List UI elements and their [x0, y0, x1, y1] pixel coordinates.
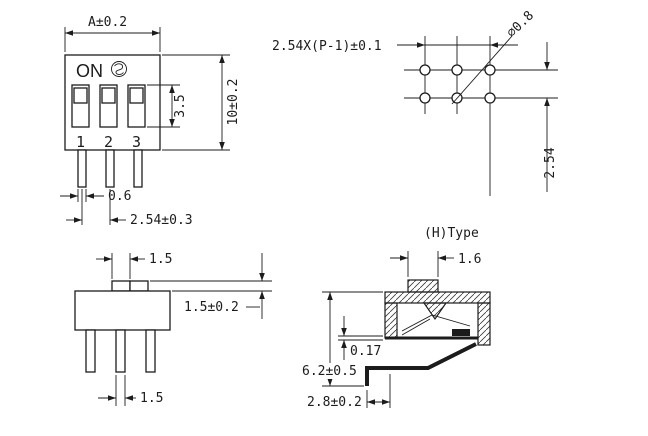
position-label-1: 1 [76, 133, 85, 151]
actuator-1 [73, 87, 88, 104]
section-left-wall [384, 302, 398, 339]
section-plunger [422, 302, 448, 321]
front-pin-2 [105, 149, 115, 188]
switch-body-side [74, 290, 171, 331]
dim-knob-height-label: 1.5±0.2 [184, 300, 239, 315]
front-pin-3 [133, 149, 143, 188]
dim-hole-span-label: 2.54X(P-1)±0.1 [272, 39, 382, 54]
section-right-wall [477, 302, 491, 346]
on-label: ON [76, 61, 103, 81]
movable-contact [401, 314, 471, 332]
dim-contact-thickness-label: 0.17 [350, 344, 381, 359]
dim-row-pitch: 2.54 [543, 42, 558, 192]
dim-pin-width-label: 1.5 [140, 391, 163, 406]
leader-line [451, 35, 513, 105]
fixed-contact [452, 329, 470, 336]
dim-pin-thickness-label: 0.6 [108, 189, 131, 204]
switch-slot-1 [71, 84, 90, 128]
dim-body-height-label: 6.2±0.5 [302, 364, 357, 379]
hole-6 [484, 92, 496, 104]
contact-spring [401, 318, 431, 336]
dim-height-label: 10±0.2 [226, 79, 241, 126]
section-view: (H)Type 1.6 0.17 [299, 226, 491, 410]
hole-3 [484, 64, 496, 76]
dim-pin-thickness: 0.6 [60, 189, 131, 204]
pcb-layout: 2.54X(P-1)±0.1 ∅0.8 2.54 [272, 8, 558, 196]
knob-2 [129, 280, 149, 292]
dim-row-pitch-label: 2.54 [543, 147, 558, 178]
terminal-lead [365, 342, 477, 386]
hole-2 [451, 64, 463, 76]
dim-pin-width: 1.5 [98, 375, 163, 406]
hole-1 [419, 64, 431, 76]
dim-window-height: 3.5 [147, 84, 188, 128]
dim-hole-diameter: ∅0.8 [451, 8, 537, 105]
front-pin-1 [77, 149, 87, 188]
type-label: (H)Type [424, 226, 479, 241]
actuator-2 [101, 87, 116, 104]
dim-top-width-label: A±0.2 [88, 15, 127, 30]
side-view: 1.5 1.5±0.2 1.5 [74, 252, 272, 406]
dim-knob-width: 1.5 [96, 252, 172, 279]
dim-height: 10±0.2 [162, 54, 241, 151]
dim-lead-offset-label: 2.8±0.2 [307, 395, 362, 410]
dim-hole-diameter-label: ∅0.8 [504, 8, 537, 41]
switch-slot-3 [127, 84, 146, 128]
dim-pin-pitch: 2.54±0.3 [66, 189, 193, 228]
dim-pin-pitch-label: 2.54±0.3 [130, 213, 193, 228]
dim-knob-height: 1.5±0.2 [150, 253, 272, 319]
dim-actuator-width: 1.6 [390, 251, 481, 277]
side-pin-2 [115, 329, 126, 373]
section-actuator [407, 279, 439, 293]
side-pin-1 [85, 329, 96, 373]
front-view: ON 1 2 3 A±0.2 [60, 14, 241, 228]
position-label-2: 2 [104, 133, 113, 151]
actuator-3 [129, 87, 144, 104]
section-cover [384, 291, 491, 304]
dim-actuator-width-label: 1.6 [458, 252, 481, 267]
dim-lead-offset: 2.8±0.2 [307, 374, 391, 410]
knob-1 [111, 280, 131, 292]
switch-slot-2 [99, 84, 118, 128]
dim-top-width: A±0.2 [64, 14, 161, 52]
dim-knob-width-label: 1.5 [149, 252, 172, 267]
position-label-3: 3 [132, 133, 141, 151]
side-pin-3 [145, 329, 156, 373]
dim-hole-span: 2.54X(P-1)±0.1 [272, 39, 518, 54]
dim-contact-thickness: 0.17 [338, 316, 383, 360]
hole-4 [419, 92, 431, 104]
dim-window-height-label: 3.5 [173, 94, 188, 117]
dim-body-height: 6.2±0.5 [299, 291, 383, 387]
manufacturer-logo-icon [111, 61, 127, 77]
